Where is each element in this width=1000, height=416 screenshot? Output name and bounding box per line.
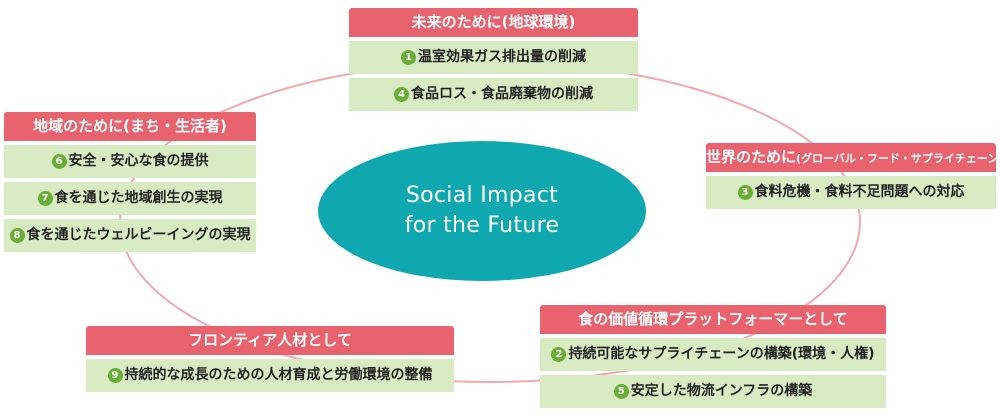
item-number-badge: 7 bbox=[37, 191, 53, 206]
item-text: 安定した物流インフラの構築 bbox=[630, 383, 813, 399]
item-text: 持続的な成長のための人材育成と労働環境の整備 bbox=[124, 367, 433, 383]
item-5: 5 安定した物流インフラの構築 bbox=[540, 375, 886, 408]
group-food-platform: 食の価値循環プラットフォーマーとして 2 持続可能なサプライチェーンの構築(環境… bbox=[540, 305, 886, 408]
item-text: 食料危機・食料不足問題への対応 bbox=[754, 184, 965, 200]
item-7: 7 食を通じた地域創生の実現 bbox=[4, 182, 256, 215]
item-text: 持続可能なサプライチェーンの構築(環境・人権) bbox=[568, 346, 875, 362]
item-8: 8 食を通じたウェルビーイングの実現 bbox=[4, 219, 256, 252]
group-local-header: 地域のために(まち・生活者) bbox=[4, 112, 256, 141]
group-local: 地域のために(まち・生活者) 6 安全・安心な食の提供 7 食を通じた地域創生の… bbox=[4, 112, 256, 252]
item-number-badge: 4 bbox=[394, 87, 409, 102]
item-text: 食品ロス・食品廃棄物の削減 bbox=[411, 86, 593, 102]
item-text: 食を通じた地域創生の実現 bbox=[54, 190, 223, 206]
item-number-badge: 3 bbox=[737, 185, 753, 200]
item-number-badge: 5 bbox=[613, 384, 629, 399]
group-future-header: 未来のために(地球環境) bbox=[349, 8, 638, 37]
item-number-badge: 9 bbox=[107, 368, 123, 383]
item-4: 4 食品ロス・食品廃棄物の削減 bbox=[349, 78, 638, 111]
center-title-line1: Social Impact bbox=[405, 183, 559, 208]
item-9: 9 持続的な成長のための人材育成と労働環境の整備 bbox=[86, 359, 454, 392]
item-3: 3 食料危機・食料不足問題への対応 bbox=[706, 176, 996, 209]
item-number-badge: 1 bbox=[401, 50, 416, 65]
center-title-line2: for the Future bbox=[404, 213, 560, 238]
center-ellipse: Social Impact for the Future bbox=[318, 141, 646, 281]
item-text: 食を通じたウェルビーイングの実現 bbox=[26, 227, 251, 243]
item-1: 1 温室効果ガス排出量の削減 bbox=[349, 41, 638, 74]
item-number-badge: 6 bbox=[51, 154, 67, 169]
item-number-badge: 8 bbox=[9, 228, 25, 243]
group-food-platform-header: 食の価値循環プラットフォーマーとして bbox=[540, 305, 886, 334]
group-world-title: 世界のために bbox=[706, 148, 797, 166]
group-world: 世界のために(グローバル・フード・サプライチェーン) 3 食料危機・食料不足問題… bbox=[706, 143, 1000, 209]
item-6: 6 安全・安心な食の提供 bbox=[4, 145, 256, 178]
item-number-badge: 2 bbox=[551, 347, 567, 362]
group-world-subtitle: (グローバル・フード・サプライチェーン) bbox=[796, 152, 1000, 165]
group-future: 未来のために(地球環境) 1 温室効果ガス排出量の削減 4 食品ロス・食品廃棄物… bbox=[349, 8, 638, 111]
item-text: 温室効果ガス排出量の削減 bbox=[418, 49, 586, 65]
item-text: 安全・安心な食の提供 bbox=[68, 153, 209, 169]
group-frontier-header: フロンティア人材として bbox=[86, 326, 454, 355]
group-frontier: フロンティア人材として 9 持続的な成長のための人材育成と労働環境の整備 bbox=[86, 326, 454, 392]
group-world-header: 世界のために(グローバル・フード・サプライチェーン) bbox=[706, 143, 1000, 172]
item-2: 2 持続可能なサプライチェーンの構築(環境・人権) bbox=[540, 338, 886, 371]
